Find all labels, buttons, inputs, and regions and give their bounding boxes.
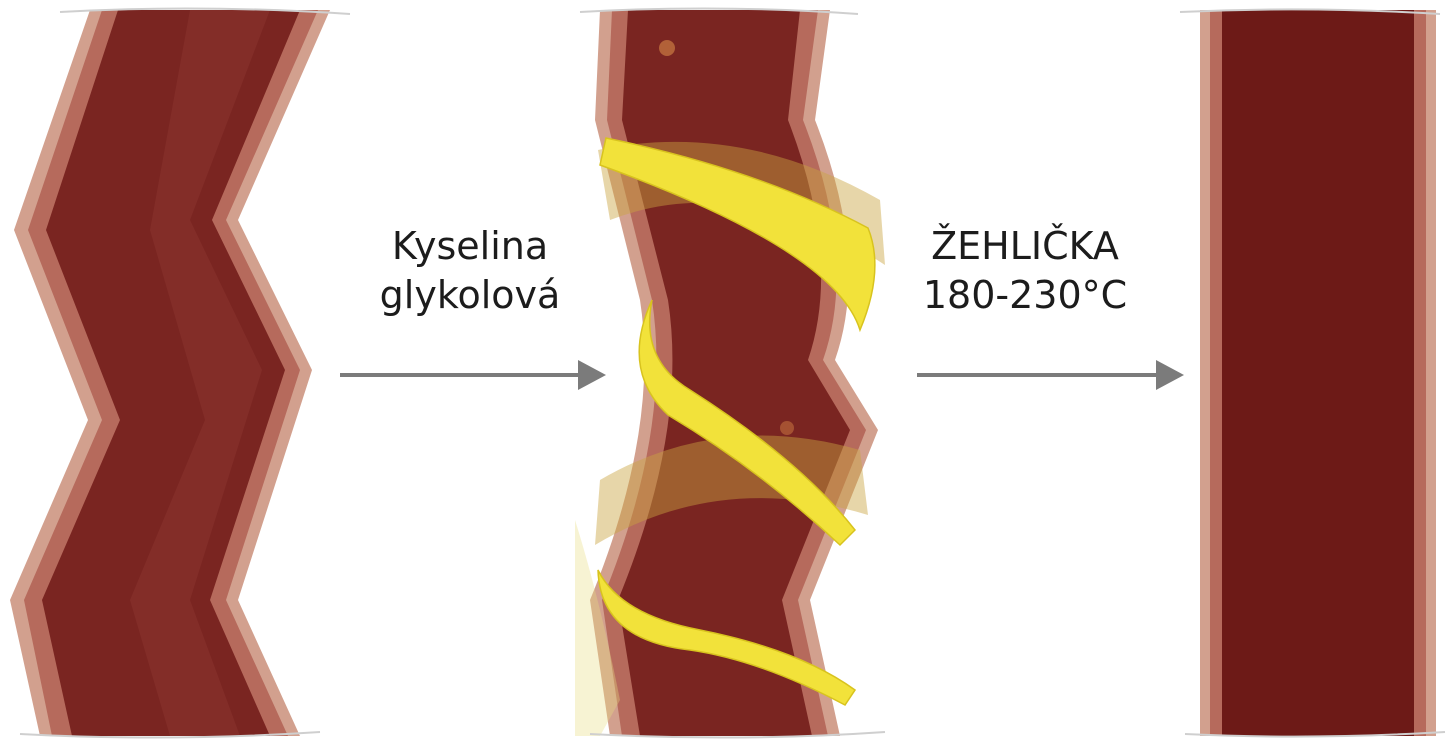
hair-cortex: [1222, 10, 1414, 736]
iron-step-label-line2: 180-230°C: [900, 271, 1150, 320]
straightened-hair-strand: [1180, 9, 1445, 736]
acid-step-label-line1: Kyselina: [335, 222, 605, 271]
treated-hair-strand: [575, 8, 885, 737]
arrow-step1: [340, 360, 606, 390]
acid-step-label-line2: glykolová: [335, 271, 605, 320]
pigment-dot: [780, 421, 794, 435]
iron-step-label-line1: ŽEHLIČKA: [900, 222, 1150, 271]
pigment-dot: [659, 40, 675, 56]
iron-step-label: ŽEHLIČKA 180-230°C: [900, 222, 1150, 321]
wavy-hair-strand: [10, 8, 350, 737]
arrow-step2: [917, 360, 1184, 390]
acid-step-label: Kyselina glykolová: [335, 222, 605, 321]
